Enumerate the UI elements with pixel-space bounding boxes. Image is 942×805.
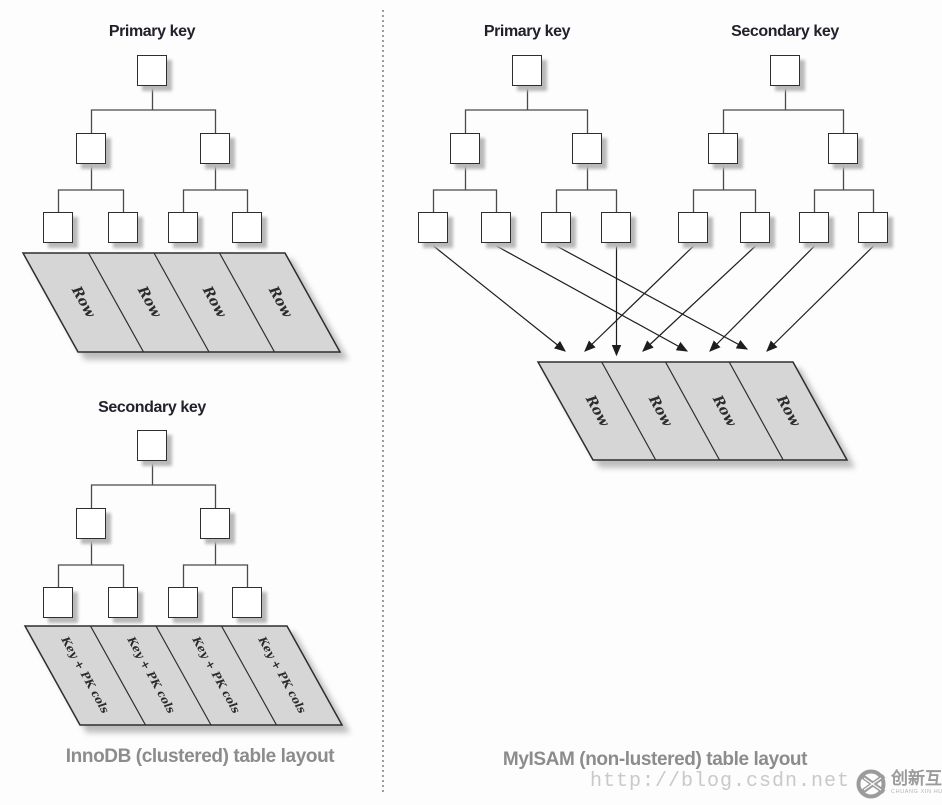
btree-node xyxy=(799,212,829,243)
btree-node xyxy=(418,212,448,243)
btree-node xyxy=(43,587,73,618)
right-primary-tree-connectors xyxy=(432,87,618,212)
btree-node xyxy=(858,212,888,243)
left-primary-tree-connectors xyxy=(57,87,249,212)
btree-node xyxy=(708,133,738,164)
btree-node xyxy=(168,212,198,243)
panel-divider xyxy=(382,10,384,792)
left-secondary-key-title: Secondary key xyxy=(98,399,206,416)
btree-node xyxy=(232,212,262,243)
btree-node xyxy=(481,212,511,243)
csdn-logo: 创新互联 CHUANG XIN HU LIAN xyxy=(854,766,942,800)
btree-node xyxy=(168,587,198,618)
btree-node xyxy=(678,212,708,243)
right-secondary-tree-connectors xyxy=(692,87,875,212)
right-secondary-key-title: Secondary key xyxy=(731,23,839,40)
btree-node xyxy=(137,430,167,461)
right-primary-key-title: Primary key xyxy=(483,23,571,40)
logo-circle-x-icon xyxy=(856,769,886,799)
btree-node xyxy=(450,133,480,164)
btree-node xyxy=(76,133,106,164)
btree-node xyxy=(512,55,542,86)
btree-node xyxy=(200,508,230,539)
btree-node xyxy=(137,55,167,86)
btree-node xyxy=(200,133,230,164)
btree-node xyxy=(541,212,571,243)
btree-node xyxy=(740,212,770,243)
btree-node xyxy=(76,508,106,539)
btree-node xyxy=(232,587,262,618)
myisam-row-table xyxy=(536,361,849,461)
innodb-caption: InnoDB (clustered) table layout xyxy=(65,746,335,767)
row-pointer-arrows xyxy=(433,245,874,357)
watermark: http://blog.csdn.net 创新互联 CHUANG XIN HU … xyxy=(590,766,942,800)
left-secondary-tree-connectors xyxy=(57,462,249,587)
logo-name: 创新互联 xyxy=(891,769,942,790)
btree-node xyxy=(108,212,138,243)
left-primary-key-title: Primary key xyxy=(108,23,196,40)
logo-subtext: CHUANG XIN HU LIAN xyxy=(891,788,942,795)
myisam-caption: MyISAM (non-lustered) table layout xyxy=(502,749,808,770)
btree-node xyxy=(828,133,858,164)
watermark-url: http://blog.csdn.net xyxy=(590,770,851,793)
btree-node xyxy=(770,55,800,86)
btree-node xyxy=(601,212,631,243)
btree-node xyxy=(43,212,73,243)
btree-node xyxy=(108,587,138,618)
innodb-secondary-key-table xyxy=(23,625,344,726)
btree-node xyxy=(572,133,602,164)
innodb-primary-row-table xyxy=(21,252,342,353)
